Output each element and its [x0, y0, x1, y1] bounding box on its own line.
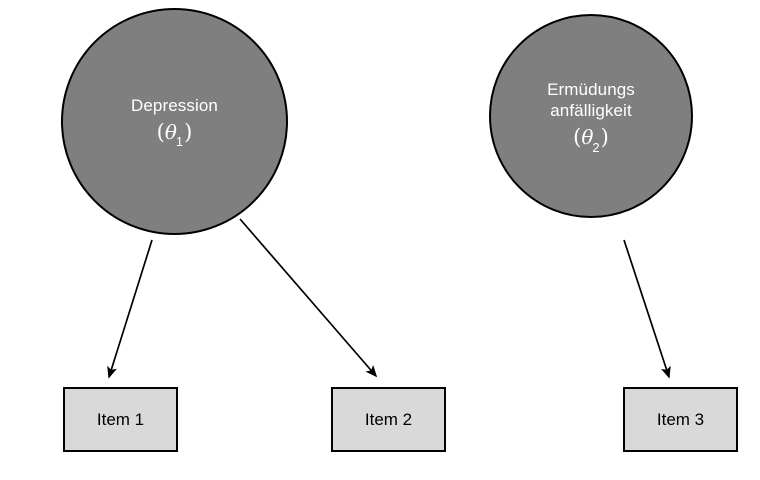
latent-label-fatigue-line2: anfälligkeit: [550, 101, 632, 121]
theta-subscript-2: 2: [592, 139, 600, 155]
arrow-theta1-item1: [107, 239, 153, 379]
arrow-theta2-item3: [623, 239, 671, 379]
item-box-2: Item 2: [331, 387, 446, 452]
latent-variable-fatigue-proneness: Ermüdungs anfälligkeit (θ2): [489, 14, 693, 218]
latent-variable-depression: Depression (θ1): [61, 8, 288, 235]
latent-label-depression: Depression: [131, 95, 218, 115]
paren-close-2: ): [600, 125, 609, 150]
paren-close-1: ): [184, 119, 193, 144]
paren-open-2: (: [573, 125, 582, 150]
item-box-1: Item 1: [63, 387, 178, 452]
item-label-3: Item 3: [656, 409, 705, 429]
latent-symbol-theta1: (θ1): [156, 119, 193, 150]
paren-open-1: (: [156, 119, 165, 144]
item-label-1: Item 1: [96, 409, 145, 429]
latent-symbol-theta2: (θ2): [573, 124, 609, 155]
item-label-2: Item 2: [364, 409, 413, 429]
item-box-3: Item 3: [623, 387, 738, 452]
latent-label-fatigue-line1: Ermüdungs: [547, 79, 635, 99]
theta-glyph-1: θ: [164, 119, 177, 144]
theta-subscript-1: 1: [175, 134, 184, 150]
theta-glyph-2: θ: [581, 125, 594, 150]
arrow-theta1-item2: [239, 218, 378, 378]
